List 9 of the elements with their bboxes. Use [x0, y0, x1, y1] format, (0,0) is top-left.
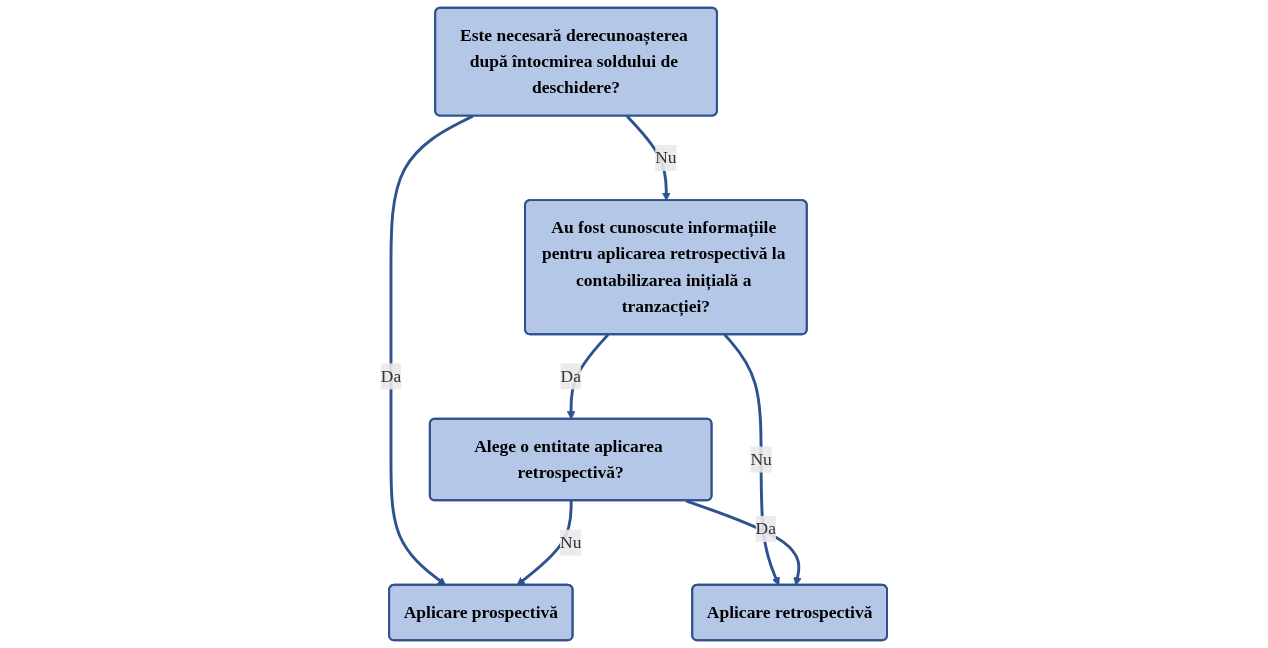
- edge-label: Nu: [655, 147, 677, 168]
- edge-label: Da: [755, 518, 777, 539]
- edge-label: Da: [560, 366, 582, 386]
- arrow: [685, 499, 802, 586]
- arrow: [389, 114, 474, 586]
- arrow: [723, 333, 780, 586]
- edge-label: Da: [380, 366, 402, 386]
- edge-label: Nu: [750, 449, 772, 469]
- edge-label: Nu: [560, 532, 582, 552]
